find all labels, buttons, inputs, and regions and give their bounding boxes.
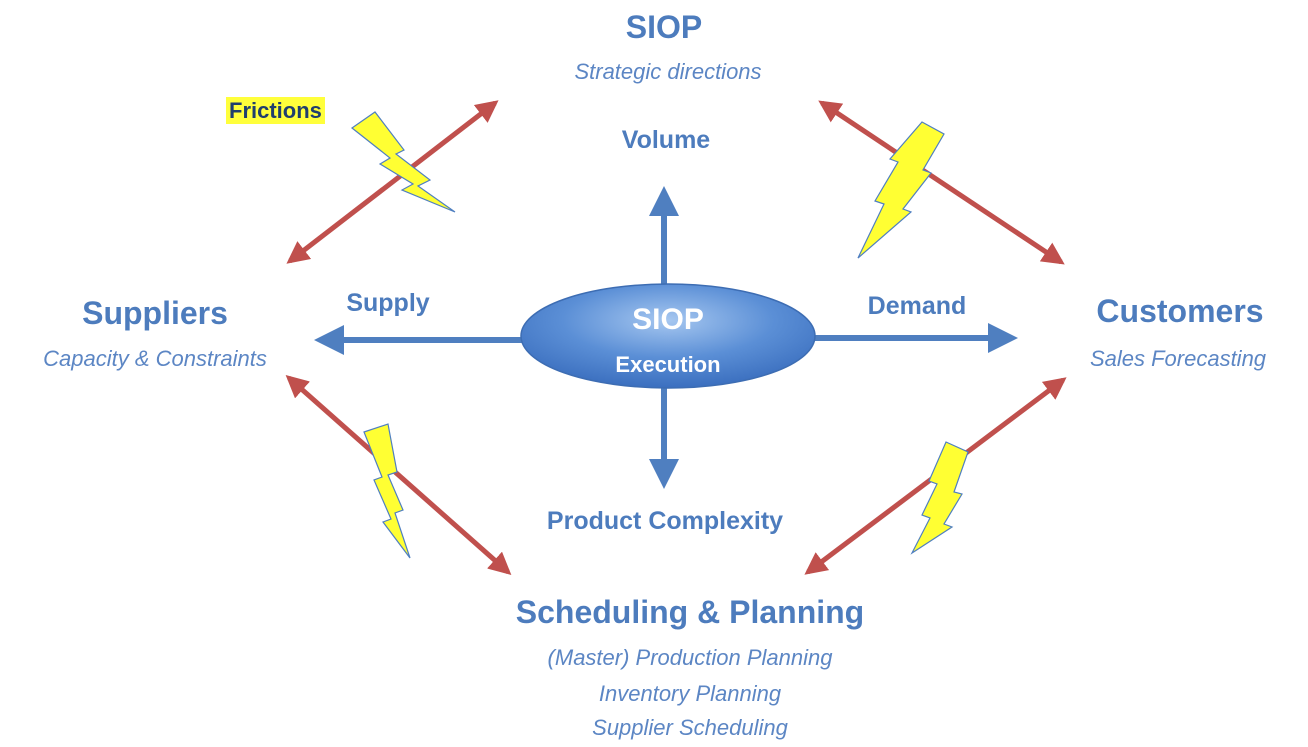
friction-arrow-siop-customers	[818, 100, 1065, 265]
suppliers-subtitle: Capacity & Constraints	[43, 346, 267, 371]
suppliers-title: Suppliers	[82, 295, 228, 331]
siop-title: SIOP	[625, 9, 703, 45]
customers-title: Customers	[1096, 293, 1264, 329]
customers-subtitle: Sales Forecasting	[1089, 346, 1267, 371]
friction-arrow-siop-suppliers	[286, 100, 499, 264]
axis-label-supply: Supply	[346, 289, 430, 317]
lightning-bolt-icon	[350, 111, 456, 213]
ellipse-title: SIOP	[632, 303, 704, 336]
siop-execution-ellipse	[520, 283, 816, 389]
axis-label-volume: Volume	[621, 126, 711, 154]
axis-label-product-complexity: Product Complexity	[546, 507, 784, 535]
lightning-bolt-icon	[857, 121, 945, 259]
lightning-bolt-icon	[910, 441, 969, 555]
siop-subtitle: Strategic directions	[574, 59, 762, 84]
lightning-bolt-icon	[363, 423, 411, 559]
scheduling-planning-title: Scheduling & Planning	[515, 594, 865, 630]
axis-label-demand: Demand	[867, 292, 967, 320]
frictions-label: Frictions	[226, 97, 325, 125]
ellipse-subtitle: Execution	[615, 352, 721, 377]
planning-line-1: (Master) Production Planning	[547, 645, 833, 670]
planning-line-2: Inventory Planning	[598, 681, 782, 706]
planning-line-3: Supplier Scheduling	[592, 715, 788, 740]
friction-arrow-suppliers-planning	[285, 375, 512, 575]
